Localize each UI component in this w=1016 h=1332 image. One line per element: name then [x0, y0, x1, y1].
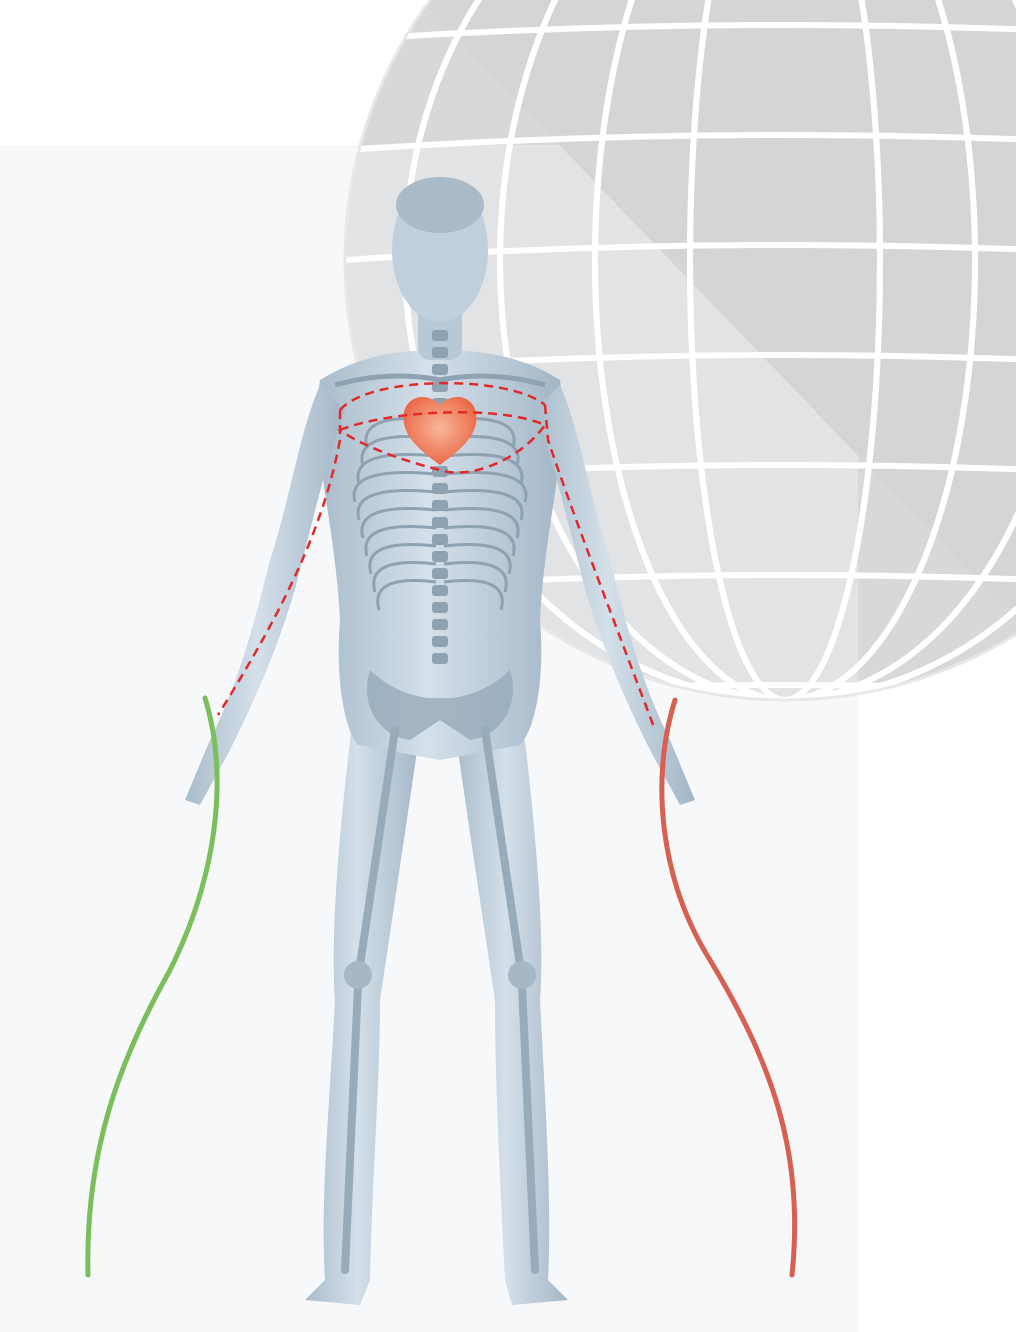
- vertebra: [432, 568, 448, 579]
- vertebra: [432, 364, 448, 375]
- vertebra: [432, 619, 448, 630]
- vertebra: [432, 653, 448, 664]
- vertebra: [432, 585, 448, 596]
- vertebra: [432, 551, 448, 562]
- vertebra: [432, 636, 448, 647]
- vertebra: [432, 602, 448, 613]
- vertebra: [432, 534, 448, 545]
- vertebra: [432, 330, 448, 341]
- vertebra: [432, 347, 448, 358]
